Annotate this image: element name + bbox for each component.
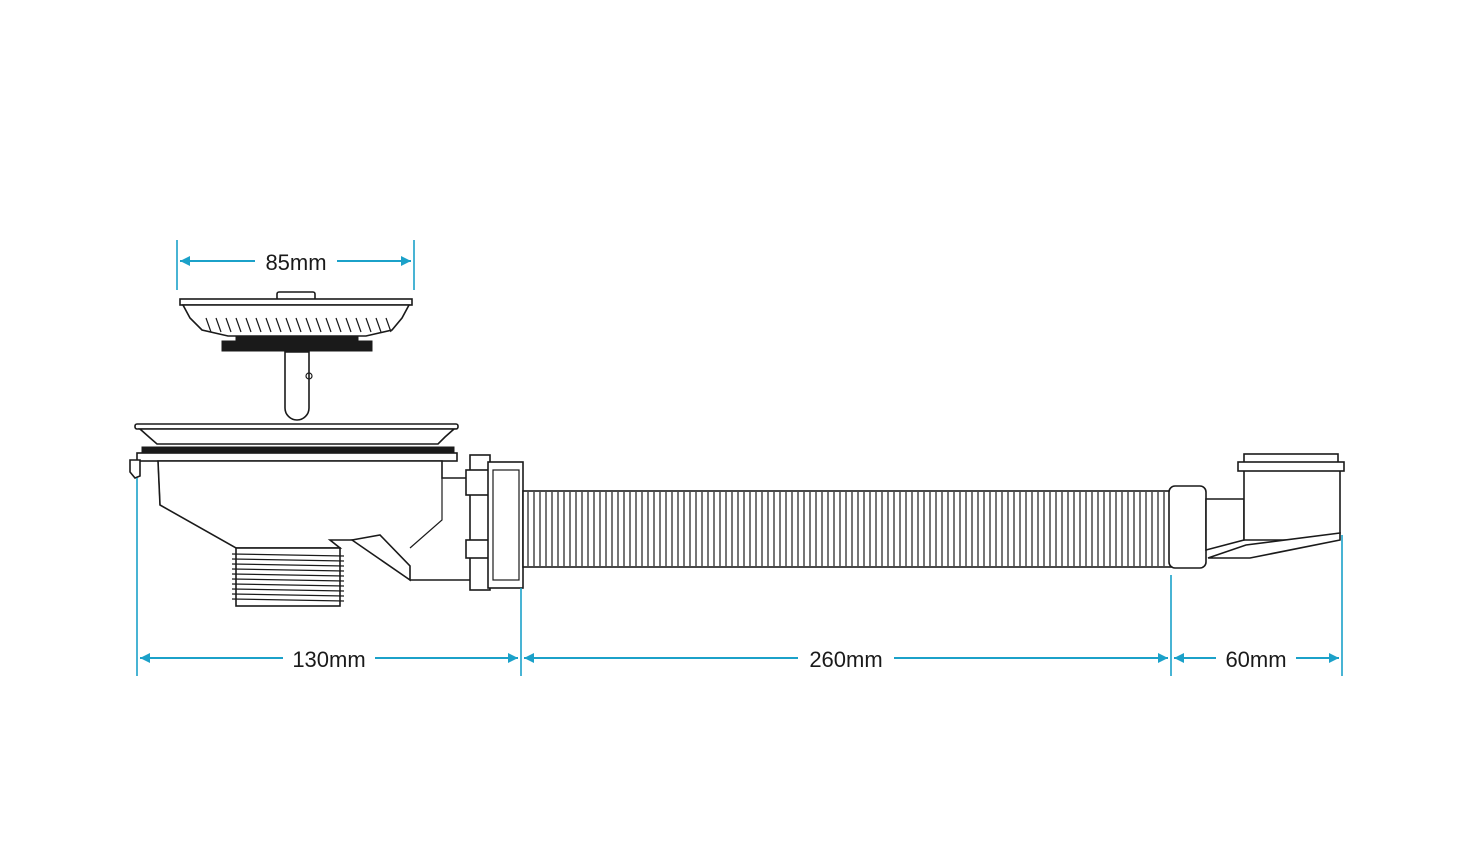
hose-length-label: 260mm <box>809 647 882 672</box>
coupling-nut <box>465 454 524 591</box>
sink-outlet-body <box>129 423 473 607</box>
strainer-width-label: 85mm <box>265 250 326 275</box>
dimension-layer <box>136 240 1343 676</box>
corrugated-hose <box>522 490 1172 568</box>
outlet-length-label: 130mm <box>292 647 365 672</box>
strainer-basket <box>179 291 413 421</box>
overflow-outlet <box>1168 453 1345 569</box>
overflow-length-label: 60mm <box>1225 647 1286 672</box>
